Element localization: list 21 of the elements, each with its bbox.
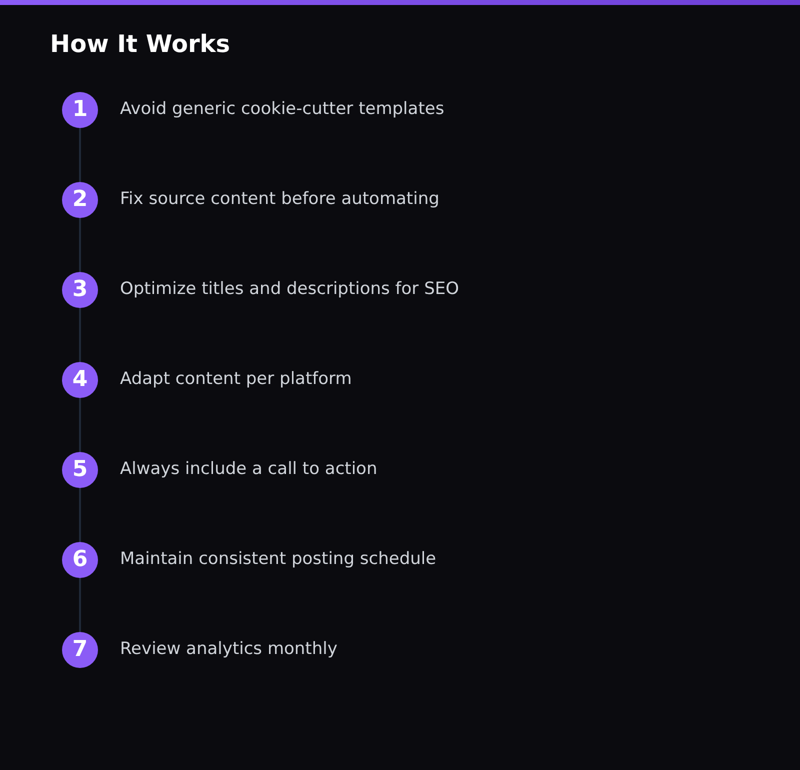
connector-line <box>79 308 81 362</box>
connector-line <box>79 218 81 272</box>
step-number-circle: 3 <box>62 272 98 308</box>
step-text: Fix source content before automating <box>120 188 440 210</box>
connector-line <box>79 488 81 542</box>
title: How It Works <box>50 30 230 58</box>
step-text: Avoid generic cookie-cutter templates <box>120 98 444 120</box>
step-text: Adapt content per platform <box>120 368 352 390</box>
step-number-circle: 2 <box>62 182 98 218</box>
step-number-circle: 4 <box>62 362 98 398</box>
step-text: Review analytics monthly <box>120 638 338 660</box>
step-number-circle: 5 <box>62 452 98 488</box>
connector-line <box>79 398 81 452</box>
step-number-circle: 7 <box>62 632 98 668</box>
connector-line <box>79 578 81 632</box>
connector-line <box>79 128 81 182</box>
step-text: Always include a call to action <box>120 458 378 480</box>
step-text: Maintain consistent posting schedule <box>120 548 436 570</box>
step-number-circle: 1 <box>62 92 98 128</box>
step-text: Optimize titles and descriptions for SEO <box>120 278 459 300</box>
step-number-circle: 6 <box>62 542 98 578</box>
